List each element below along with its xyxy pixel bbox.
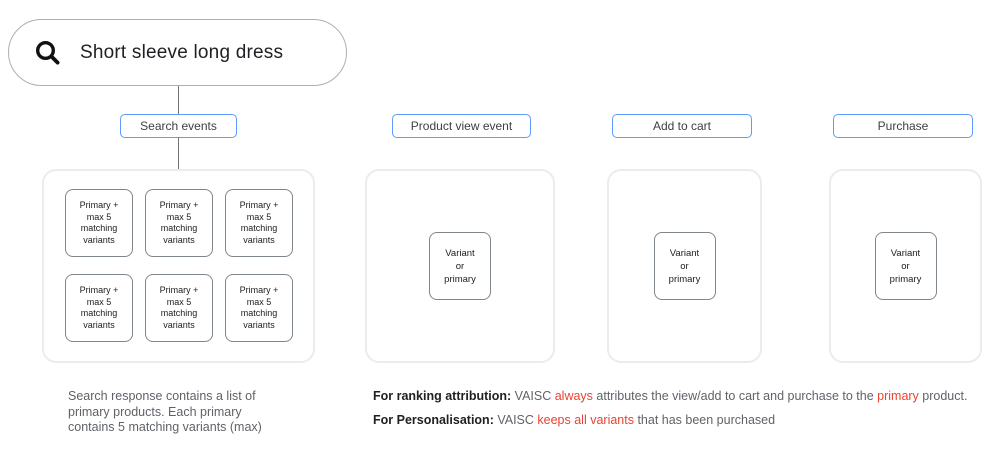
primary-variants-card: Primary + max 5 matching variants — [145, 189, 213, 257]
primary-variants-card: Primary + max 5 matching variants — [145, 274, 213, 342]
event-label-search-events: Search events — [120, 114, 237, 138]
ranking-note-text: product. — [918, 389, 968, 403]
variant-or-primary-card: Variant or primary — [429, 232, 491, 300]
personalisation-note-text: VAISC — [493, 413, 538, 427]
ranking-attribution-note: For ranking attribution: VAISC always at… — [373, 389, 967, 403]
primary-variants-card: Primary + max 5 matching variants — [225, 189, 293, 257]
search-input[interactable]: Short sleeve long dress — [8, 19, 347, 86]
personalisation-note: For Personalisation: VAISC keeps all var… — [373, 413, 775, 427]
primary-variants-card: Primary + max 5 matching variants — [225, 274, 293, 342]
event-label-purchase: Purchase — [833, 114, 973, 138]
product-view-panel: Variant or primary — [365, 169, 555, 363]
ranking-note-text: attributes the view/add to cart and purc… — [592, 389, 878, 403]
personalisation-note-highlight: keeps all variants — [537, 413, 634, 427]
search-response-note: Search response contains a list of prima… — [68, 389, 262, 434]
search-events-panel: Primary + max 5 matching variants Primar… — [42, 169, 315, 363]
event-label-add-to-cart: Add to cart — [612, 114, 752, 138]
primary-variants-card: Primary + max 5 matching variants — [65, 189, 133, 257]
ranking-note-highlight: always — [554, 389, 593, 403]
connector-label-to-panel — [178, 138, 179, 169]
event-label-product-view: Product view event — [392, 114, 531, 138]
add-to-cart-panel: Variant or primary — [607, 169, 762, 363]
ranking-note-text: VAISC — [511, 389, 555, 403]
variant-or-primary-card: Variant or primary — [653, 232, 716, 300]
ranking-note-label: For ranking attribution: — [373, 389, 512, 403]
purchase-panel: Variant or primary — [829, 169, 982, 363]
search-icon — [35, 40, 60, 65]
ranking-note-highlight: primary — [877, 389, 919, 403]
variant-or-primary-card: Variant or primary — [874, 232, 937, 300]
personalisation-note-label: For Personalisation: — [373, 413, 494, 427]
connector-search-to-label — [178, 86, 179, 114]
primary-variants-card: Primary + max 5 matching variants — [65, 274, 133, 342]
personalisation-note-text: that has been purchased — [633, 413, 776, 427]
search-query-text: Short sleeve long dress — [80, 41, 284, 63]
